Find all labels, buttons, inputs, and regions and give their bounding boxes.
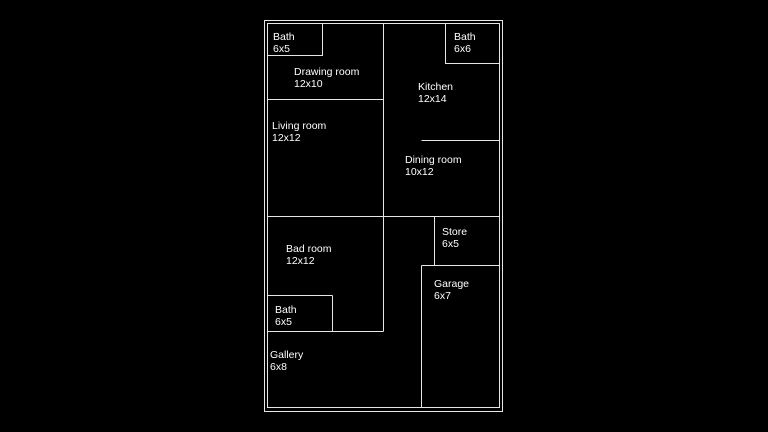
room-name-bath-top-right: Bath — [454, 31, 476, 43]
room-size-living-room: 12x12 — [272, 132, 301, 144]
room-size-bath-top-right: 6x6 — [454, 43, 471, 55]
room-name-garage: Garage — [434, 278, 469, 290]
room-name-drawing-room: Drawing room — [294, 66, 360, 78]
room-name-bath-top-left: Bath — [273, 31, 295, 43]
room-name-store: Store — [442, 226, 467, 238]
outer-wall — [264, 20, 503, 412]
room-size-bad-room: 12x12 — [286, 255, 315, 267]
bath-top-left-outline — [267, 23, 323, 56]
room-name-dining-room: Dining room — [405, 154, 462, 166]
room-name-gallery: Gallery — [270, 349, 304, 361]
room-size-bath-bottom-left: 6x5 — [275, 316, 292, 328]
room-name-kitchen: Kitchen — [418, 81, 453, 93]
room-size-dining-room: 10x12 — [405, 166, 434, 178]
room-name-bad-room: Bad room — [286, 243, 332, 255]
room-name-living-room: Living room — [272, 120, 327, 132]
bath-top-right-outline — [445, 23, 500, 64]
room-size-drawing-room: 12x10 — [294, 78, 323, 90]
room-size-kitchen: 12x14 — [418, 93, 447, 105]
room-size-garage: 6x7 — [434, 290, 451, 302]
room-size-bath-top-left: 6x5 — [273, 43, 290, 55]
room-size-gallery: 6x8 — [270, 361, 287, 373]
room-name-bath-bottom-left: Bath — [275, 304, 297, 316]
room-size-store: 6x5 — [442, 238, 459, 250]
